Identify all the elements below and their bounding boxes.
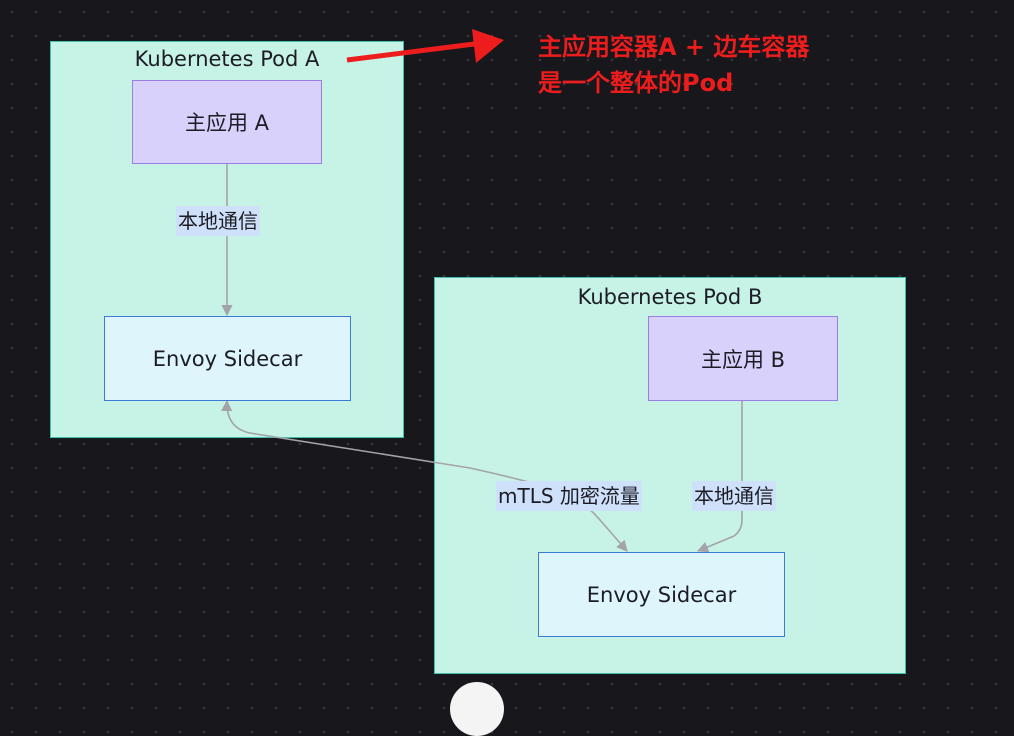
edge-label-a-local: 本地通信 bbox=[176, 206, 260, 236]
edge-b-local bbox=[696, 401, 743, 553]
edge-mtls bbox=[221, 399, 628, 552]
floating-circle-button[interactable] bbox=[450, 682, 504, 736]
app-b-node[interactable]: 主应用 B bbox=[648, 316, 838, 401]
annotation-text: 主应用容器A + 边车容器 是一个整体的Pod bbox=[538, 33, 810, 97]
edge-label-b-local: 本地通信 bbox=[692, 481, 776, 511]
pod-a-title: Kubernetes Pod A bbox=[134, 47, 320, 71]
app-a-node[interactable]: 主应用 A bbox=[132, 80, 322, 164]
pod-b-title: Kubernetes Pod B bbox=[577, 285, 763, 309]
edge-label-mtls: mTLS 加密流量 bbox=[496, 481, 642, 511]
annotation-arrowhead bbox=[472, 29, 504, 63]
envoy-a-node[interactable]: Envoy Sidecar bbox=[104, 316, 351, 401]
envoy-b-node[interactable]: Envoy Sidecar bbox=[538, 552, 785, 637]
annotation-arrow bbox=[346, 40, 483, 63]
